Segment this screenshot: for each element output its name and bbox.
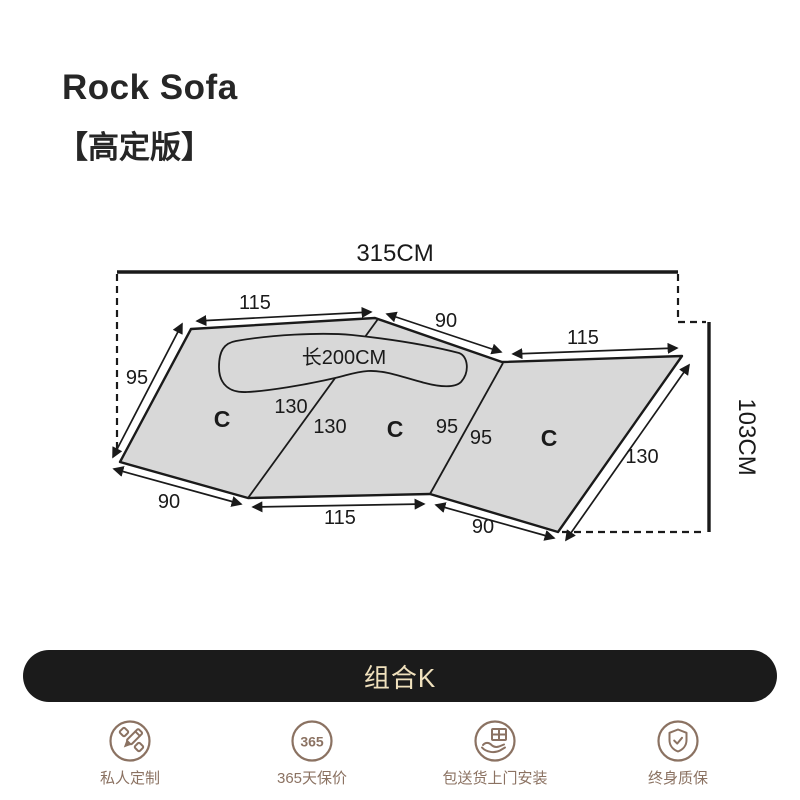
sofa-dimension-diagram: 315CM 103CM 115 90 115 95 长200CM 130 130… — [112, 240, 760, 542]
dim-top-left: 115 — [239, 292, 271, 314]
product-title: Rock Sofa — [62, 68, 238, 107]
service-item-custom: 私人定制 — [50, 719, 210, 788]
dim-total-width: 315CM — [356, 240, 433, 267]
section-label-3: C — [541, 425, 558, 451]
section-label-2: C — [387, 416, 404, 442]
dim-top-mid: 90 — [435, 310, 457, 332]
badge-365-icon: 365 — [291, 720, 333, 762]
shield-check-icon — [657, 720, 699, 762]
dim-divider2-right: 95 — [470, 427, 492, 449]
badge-365-text: 365 — [300, 734, 324, 750]
delivery-install-icon — [474, 720, 516, 762]
cushion-length-label: 长200CM — [302, 346, 386, 369]
dim-divider1-lower: 130 — [313, 416, 346, 438]
service-item-delivery: 包送货上门安装 — [415, 719, 575, 788]
product-edition: 【高定版】 — [57, 130, 212, 165]
service-item-warranty: 终身质保 — [598, 719, 758, 788]
combo-banner: 组合K — [23, 650, 777, 702]
dim-total-depth: 103CM — [733, 398, 760, 475]
sofa-section-divider-2 — [429, 362, 504, 495]
dim-right-side: 130 — [625, 446, 658, 468]
service-label: 终身质保 — [647, 770, 708, 787]
combo-label: 组合K — [363, 662, 437, 693]
service-label: 365天保价 — [276, 770, 348, 787]
dim-top-right: 115 — [567, 327, 599, 349]
overall-depth-bracket — [562, 322, 711, 534]
dimension-arrows — [112, 306, 690, 542]
dim-bottom-left: 90 — [158, 491, 180, 513]
pencil-ruler-icon — [109, 720, 151, 762]
service-label: 包送货上门安装 — [442, 770, 548, 787]
service-label: 私人定制 — [99, 770, 160, 787]
service-item-price-protect: 365 365天保价 — [232, 719, 392, 788]
dim-divider2-left: 95 — [436, 416, 458, 438]
dim-bottom-mid: 115 — [324, 507, 356, 529]
dim-bottom-right: 90 — [472, 516, 494, 538]
dim-divider1-upper: 130 — [274, 396, 307, 418]
section-label-1: C — [214, 406, 231, 432]
dim-left-side: 95 — [126, 367, 148, 389]
